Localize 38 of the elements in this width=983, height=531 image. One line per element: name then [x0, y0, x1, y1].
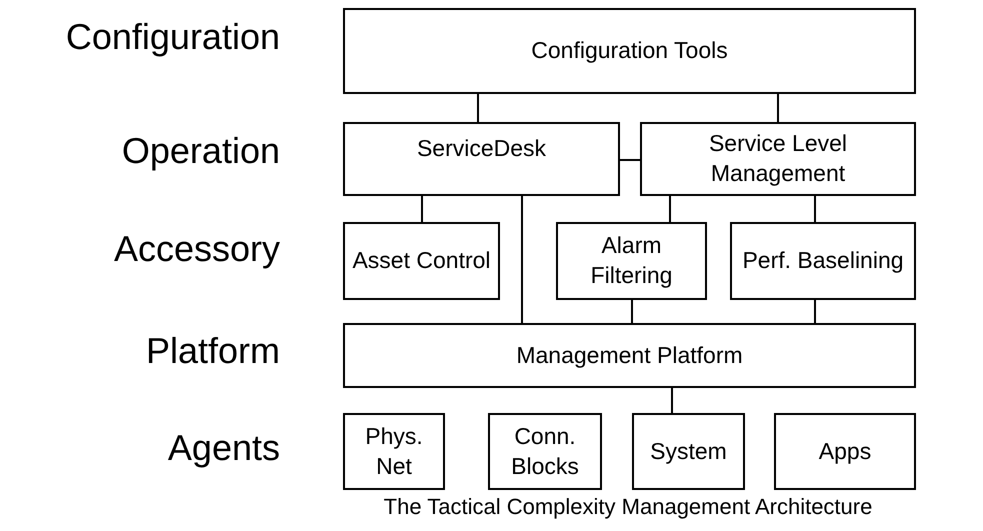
layer-label: Agents [168, 427, 280, 469]
connector-line [421, 196, 423, 222]
box-label: Service Level Management [708, 129, 848, 188]
box-label: System [650, 436, 727, 466]
layer-label: Platform [146, 330, 280, 372]
component-box [488, 413, 602, 490]
box-label: Asset Control [352, 246, 491, 276]
box-label: ServiceDesk [416, 134, 546, 163]
box-label: Phys. Net [364, 422, 424, 480]
component-box [640, 122, 916, 196]
component-box [343, 323, 916, 388]
box-label: Conn. Blocks [510, 422, 580, 480]
connector-line [777, 94, 779, 122]
connector-line [631, 300, 633, 323]
component-box [343, 122, 620, 196]
box-label: Configuration Tools [531, 36, 728, 66]
component-box [730, 222, 916, 300]
component-box [774, 413, 916, 490]
connector-line [521, 196, 523, 323]
component-box [343, 413, 445, 490]
component-box [632, 413, 745, 490]
layer-label: Accessory [114, 228, 280, 270]
connector-line [814, 196, 816, 222]
box-label: Perf. Baselining [742, 246, 904, 276]
component-box [343, 222, 500, 300]
connector-line [814, 300, 816, 323]
caption: The Tactical Complexity Management Architecture [382, 494, 874, 520]
connector-line [669, 196, 671, 222]
connector-line [620, 159, 640, 161]
layer-label: Configuration [66, 16, 280, 58]
box-label: Management Platform [516, 340, 743, 370]
box-label: Alarm Filtering [590, 231, 674, 290]
component-box [343, 8, 916, 94]
connector-line [671, 388, 673, 413]
component-box [556, 222, 707, 300]
connector-line [477, 94, 479, 122]
box-label: Apps [818, 436, 872, 466]
layer-label: Operation [122, 130, 280, 172]
